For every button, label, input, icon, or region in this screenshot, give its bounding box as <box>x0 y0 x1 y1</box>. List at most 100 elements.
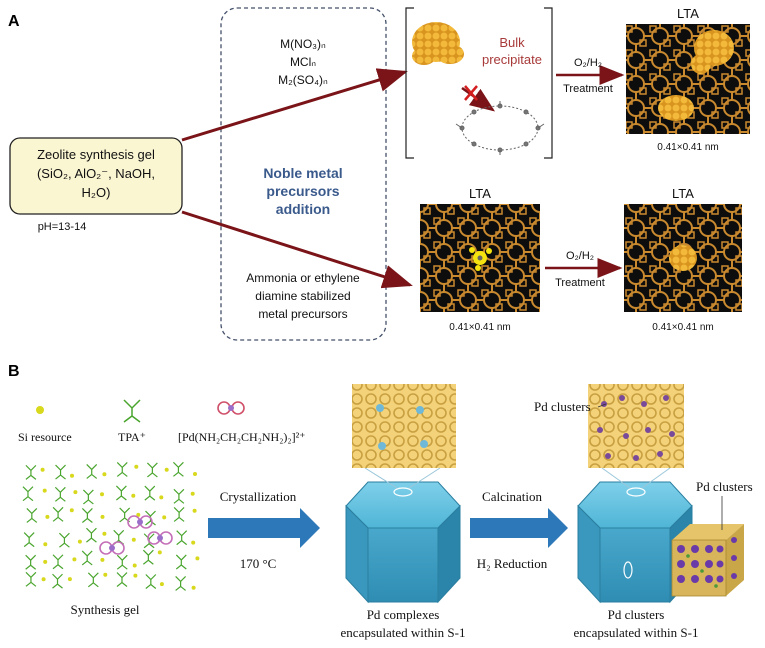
ph-label: pH=13-14 <box>38 221 87 233</box>
bulk-label-1: Bulk <box>499 35 525 50</box>
zoom-right-top <box>588 384 684 489</box>
tpa-molecule <box>52 554 64 570</box>
si-dot <box>133 573 138 578</box>
tpa-molecule <box>81 550 93 566</box>
si-dot <box>193 472 197 476</box>
treatment-top-label: Treatment <box>563 83 613 95</box>
tpa-molecule <box>52 573 63 589</box>
si-dot <box>190 491 195 496</box>
treatment-bottom-label: Treatment <box>555 277 605 289</box>
gel-box <box>9 137 183 215</box>
pd-complex-icon <box>217 401 245 415</box>
si-dot <box>77 539 82 544</box>
tpa-molecule <box>115 485 127 501</box>
s1-framework-mid <box>352 384 456 468</box>
tpa-molecule <box>23 532 35 548</box>
si-dot <box>40 467 45 472</box>
bulk-precipitate-cluster <box>412 22 464 65</box>
gel-line-1: Zeolite synthesis gel <box>37 147 155 162</box>
caption-right-2: encapsulated within S-1 <box>574 625 699 640</box>
blocked-x-icon <box>464 85 478 101</box>
zeolite-crystal-mid <box>345 481 461 604</box>
si-dot <box>43 559 48 564</box>
si-dot <box>102 531 107 536</box>
si-dot <box>102 472 107 477</box>
tpa-molecule <box>25 571 37 587</box>
calcination-label: Calcination <box>482 489 542 504</box>
pd-clusters-top-label: Pd clusters <box>534 399 591 414</box>
precursor-bottom-3: metal precursors <box>258 307 347 321</box>
tpa-molecule <box>86 464 98 479</box>
gel-line-2: (SiO₂, AlO₂⁻, NaOH, <box>37 166 155 181</box>
tpa-molecule <box>173 488 185 504</box>
lta-right-dimension: 0.41×0.41 nm <box>652 322 713 333</box>
panel-a-label: A <box>8 13 20 30</box>
caption-mid-1: Pd complexes <box>367 607 440 622</box>
precursor-top-1: M(NO₃)ₙ <box>280 37 326 51</box>
si-dot <box>67 577 72 582</box>
tpa-molecule <box>25 554 37 570</box>
si-dot <box>132 563 137 568</box>
tpa-molecule <box>144 485 156 501</box>
tpa-molecule <box>175 576 187 591</box>
synthesis-gel-scatter <box>22 461 200 591</box>
si-dot <box>191 585 196 590</box>
si-dot <box>191 540 196 545</box>
precursor-dashed-box <box>220 7 387 341</box>
pd-clusters-top-pointer <box>597 403 607 408</box>
tpa-molecule <box>175 554 187 570</box>
si-dot <box>100 514 105 519</box>
pd-cluster-cube <box>671 524 744 597</box>
tpa-molecule <box>87 572 99 588</box>
si-dot <box>195 556 200 561</box>
treatment-bottom-gas: O₂/H₂ <box>566 250 594 262</box>
si-dot <box>159 495 164 500</box>
tpa-molecule <box>146 462 158 478</box>
si-dot <box>162 515 167 520</box>
tpa-icon <box>123 399 141 423</box>
tpa-molecule <box>82 489 94 505</box>
ring-molecule-icon <box>455 101 545 155</box>
si-dot <box>159 582 164 587</box>
lta-top-label: LTA <box>677 6 699 21</box>
legend-pd: [Pd(NH₂CH₂CH₂NH₂)₂]²⁺ <box>178 430 306 444</box>
si-dot <box>157 550 162 555</box>
crystallization-arrow <box>208 508 320 548</box>
tpa-molecule <box>54 486 66 502</box>
crystallization-temp: 170 °C <box>240 556 277 571</box>
arrow-to-bulk <box>181 68 408 142</box>
metal-complex-icon <box>469 247 492 271</box>
gel-line-3: H₂O) <box>82 185 111 200</box>
arrow-to-lta-mid <box>181 210 413 289</box>
tpa-molecule <box>172 461 184 477</box>
si-dot <box>164 467 169 472</box>
tpa-molecule <box>145 574 157 589</box>
tpa-molecule <box>176 530 188 546</box>
tpa-molecule <box>116 462 128 477</box>
tpa-molecule <box>173 506 185 522</box>
caption-right-1: Pd clusters <box>608 607 665 622</box>
bracket-right <box>544 7 553 159</box>
si-resource-icon <box>36 406 44 414</box>
si-dot <box>134 464 139 469</box>
treatment-top-gas: O₂/H₂ <box>574 57 602 69</box>
legend-si: Si resource <box>18 430 72 444</box>
precursor-bottom-1: Ammonia or ethylene <box>246 271 360 285</box>
si-dot <box>103 572 108 577</box>
si-dot <box>131 537 136 542</box>
tpa-molecule <box>116 554 128 570</box>
si-dot <box>100 557 105 562</box>
si-dot <box>45 514 50 519</box>
lta-right-gold-cluster <box>669 245 697 271</box>
tpa-molecule <box>52 506 64 522</box>
legend-tpa: TPA⁺ <box>118 430 146 444</box>
lta-right-label: LTA <box>672 186 694 201</box>
si-dot <box>72 557 77 562</box>
caption-mid-2: encapsulated within S-1 <box>341 625 466 640</box>
bulk-label-2: precipitate <box>482 52 542 67</box>
center-title-2: precursors <box>266 183 339 199</box>
tpa-molecule <box>22 486 34 502</box>
pd-center <box>109 545 115 551</box>
